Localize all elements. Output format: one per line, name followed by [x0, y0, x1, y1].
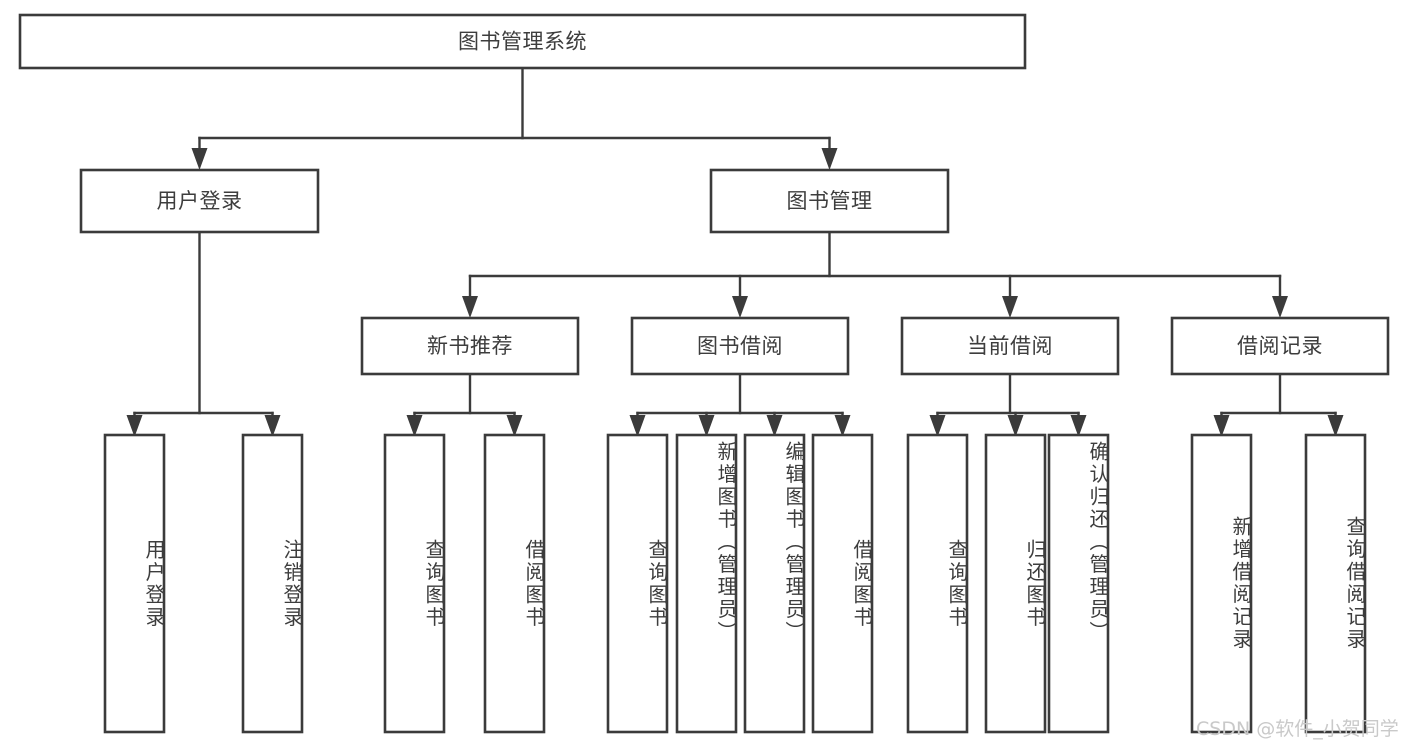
node-leaf-借阅图书[interactable]: [483, 433, 546, 734]
node-label-level3-2: 当前借阅: [967, 334, 1053, 358]
watermark-text: CSDN @软件_小贺同学: [1196, 718, 1399, 740]
connectors-layer: [126, 66, 1344, 437]
node-level2-图书管理[interactable]: [709, 168, 950, 234]
arrow-head-leaf-4-0: [1213, 415, 1230, 437]
arrow-head-books-child-2: [1002, 296, 1018, 318]
node-leaf-编辑图书（管理员）[interactable]: [743, 433, 806, 734]
node-leaf-新增借阅记录[interactable]: [1190, 433, 1253, 734]
arrow-head-leaf-1-0: [406, 415, 423, 437]
node-label-level3-1: 图书借阅: [697, 334, 783, 358]
arrow-head-leaf-2-0: [629, 415, 646, 437]
arrow-head-leaf-3-0: [929, 415, 946, 437]
node-label-level3-3: 借阅记录: [1237, 334, 1323, 358]
node-label-level2-0: 用户登录: [157, 189, 243, 213]
node-leaf-用户登录[interactable]: [103, 433, 166, 734]
node-leaf-查询图书[interactable]: [606, 433, 669, 734]
arrow-head-root-child-0: [191, 148, 208, 170]
node-level3-借阅记录[interactable]: [1170, 316, 1390, 376]
arrow-head-leaf-2-3: [834, 415, 851, 437]
arrow-head-leaf-0-1: [264, 415, 281, 437]
node-leaf-新增图书（管理员）[interactable]: [675, 433, 738, 734]
arrow-head-root-child-1: [821, 148, 838, 170]
boxes-layer: [18, 13, 1390, 734]
node-level3-新书推荐[interactable]: [360, 316, 580, 376]
node-leaf-注销登录[interactable]: [241, 433, 304, 734]
node-level3-当前借阅[interactable]: [900, 316, 1120, 376]
arrow-head-leaf-0-0: [126, 415, 143, 437]
node-root-图书管理系统[interactable]: [18, 13, 1027, 70]
arrow-head-leaf-4-1: [1327, 415, 1344, 437]
arrow-head-books-child-0: [462, 296, 478, 318]
arrow-head-leaf-2-1: [698, 415, 715, 437]
node-level3-图书借阅[interactable]: [630, 316, 850, 376]
arrow-head-books-child-3: [1272, 296, 1288, 318]
arrow-head-leaf-2-2: [766, 415, 783, 437]
arrow-head-leaf-1-1: [506, 415, 523, 437]
node-label-level2-1: 图书管理: [787, 189, 873, 213]
node-leaf-查询借阅记录[interactable]: [1304, 433, 1367, 734]
arrow-head-leaf-3-2: [1070, 415, 1087, 437]
node-level2-用户登录[interactable]: [79, 168, 320, 234]
node-leaf-借阅图书[interactable]: [811, 433, 874, 734]
arrow-head-books-child-1: [732, 296, 748, 318]
node-label-root: 图书管理系统: [458, 30, 587, 54]
node-label-level3-0: 新书推荐: [427, 334, 513, 358]
node-leaf-归还图书[interactable]: [984, 433, 1047, 734]
arrow-head-leaf-3-1: [1007, 415, 1024, 437]
node-leaf-确认归还（管理员）[interactable]: [1047, 433, 1110, 734]
node-leaf-查询图书[interactable]: [906, 433, 969, 734]
node-leaf-查询图书[interactable]: [383, 433, 446, 734]
